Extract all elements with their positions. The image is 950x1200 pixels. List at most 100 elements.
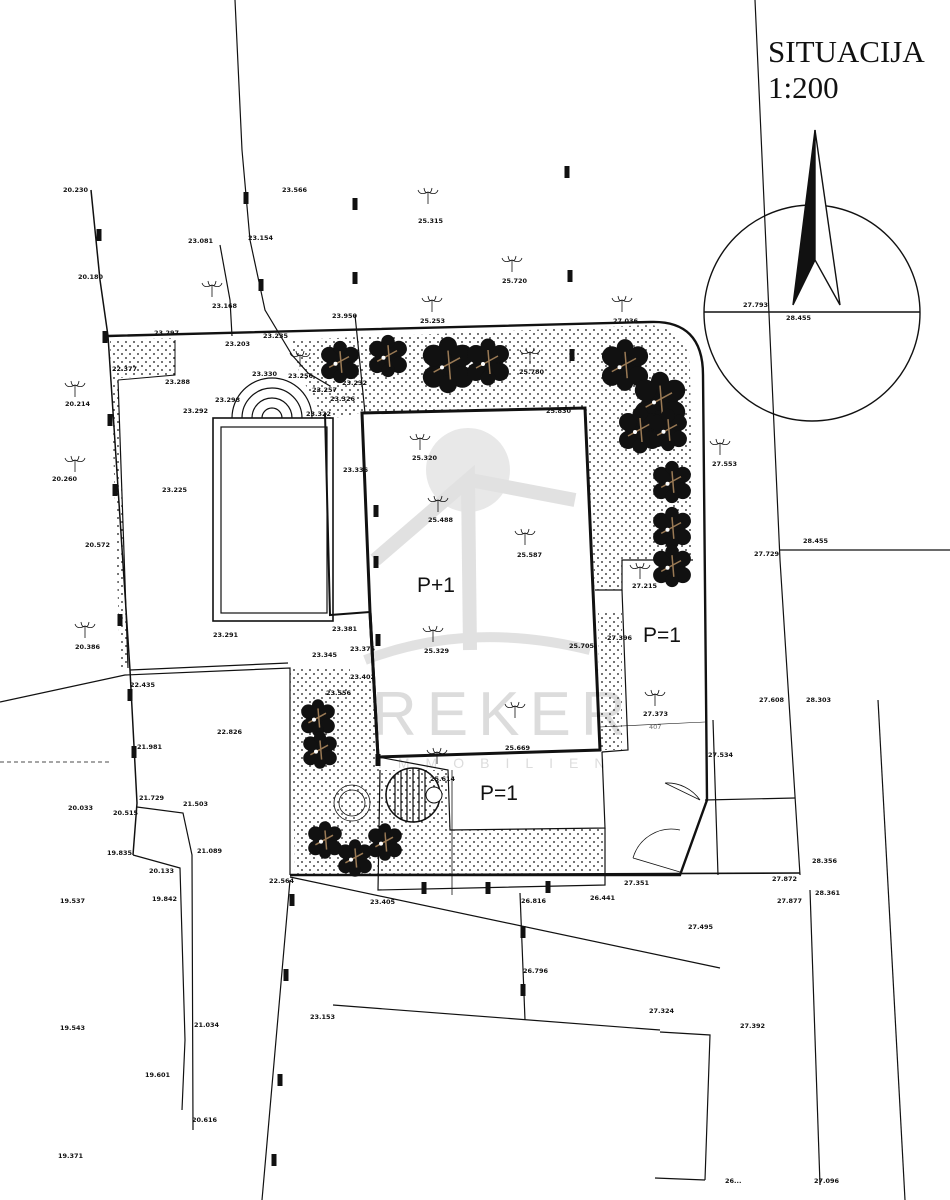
wall-marker <box>117 614 123 626</box>
elevation-label: 20.386 <box>75 643 101 651</box>
elevation-label: 25.587 <box>517 551 542 559</box>
watermark-logo: REKER IMMOBILIEN <box>363 428 626 771</box>
elevation-label: 25.720 <box>502 277 528 285</box>
elevation-label: 23.235 <box>263 332 289 340</box>
elevation-label: 23.225 <box>162 486 188 494</box>
wall-marker <box>277 1074 283 1086</box>
elevation-label: 21.981 <box>137 743 163 751</box>
grass-symbol-icon <box>201 280 223 297</box>
tree-icon <box>338 839 372 877</box>
tree-icon <box>301 699 335 737</box>
wall-marker <box>289 894 295 906</box>
elevation-label: 27.096 <box>814 1177 840 1185</box>
tree-icon <box>303 731 337 769</box>
wall-marker <box>96 229 102 241</box>
elevation-label: 23.950 <box>332 312 358 320</box>
wall-marker <box>545 881 551 893</box>
grass-symbol-icon <box>64 380 86 397</box>
elevation-label: 28.455 <box>786 314 812 322</box>
wall-marker <box>485 882 491 894</box>
elevation-label: 23.168 <box>212 302 238 310</box>
elevation-label: 19.842 <box>152 895 177 903</box>
elevation-label: 23.257 <box>312 386 337 394</box>
elevation-label: 27.534 <box>708 751 734 759</box>
elevation-label: 22.377 <box>112 365 137 373</box>
elevation-label: 23.291 <box>213 631 239 639</box>
elevation-label: 25.830 <box>546 407 572 415</box>
grass-symbol-icon <box>514 528 536 545</box>
elevation-label: 19.601 <box>145 1071 171 1079</box>
title-scale: 1:200 <box>768 70 839 105</box>
grass-symbol-icon <box>409 433 431 450</box>
elevation-label: 23.292 <box>183 407 208 415</box>
wall-marker <box>243 192 249 204</box>
elevation-label: 25.614 <box>430 775 456 783</box>
elevation-label: 23.381 <box>332 625 358 633</box>
grass-symbol-icon <box>709 438 731 455</box>
elevation-label: 22.435 <box>130 681 156 689</box>
elevation-label: 25.315 <box>418 217 444 225</box>
elevation-label: 19.371 <box>58 1152 84 1160</box>
grass-symbol-icon <box>426 747 448 764</box>
elevation-label: 23.375 <box>350 645 376 653</box>
wall-marker <box>102 331 108 343</box>
elevation-label: 23.297 <box>154 329 179 337</box>
elevation-label: 23.322 <box>306 410 331 418</box>
elevation-label: 23.336 <box>343 466 369 474</box>
grass-symbol-icon <box>74 621 96 638</box>
elevation-label: 26.441 <box>590 894 616 902</box>
wall-marker <box>352 272 358 284</box>
dimension-label: 407 <box>649 723 661 731</box>
wall-marker <box>373 556 379 568</box>
tree-icon <box>601 339 649 391</box>
grass-symbol-icon <box>519 347 541 364</box>
elevation-label: 25.705 <box>569 642 595 650</box>
elevation-label: 20.515 <box>113 809 139 817</box>
elevation-label: 27.793 <box>743 301 768 309</box>
grass-symbol-icon <box>417 187 439 204</box>
elevation-label: 23.566 <box>282 186 308 194</box>
grass-symbol-icon <box>421 295 443 312</box>
wall-marker <box>567 270 573 282</box>
elevation-label: 21.503 <box>183 800 208 808</box>
tree-icon <box>368 823 402 861</box>
wall-marker <box>379 826 385 838</box>
elevation-label: 27.396 <box>607 634 633 642</box>
elevation-label: 20.033 <box>68 804 93 812</box>
elevation-label: 23.556 <box>326 689 352 697</box>
wall-marker <box>107 414 113 426</box>
elevation-label: 28.303 <box>806 696 831 704</box>
elevation-label: 23.288 <box>165 378 191 386</box>
elevation-label: 19.537 <box>60 897 85 905</box>
elevation-label: 21.034 <box>194 1021 220 1029</box>
north-arrow-compass <box>703 129 921 422</box>
elevation-label: 25.780 <box>519 368 545 376</box>
elevation-label: 28.455 <box>803 537 829 545</box>
elevation-label: 20.180 <box>78 273 104 281</box>
title-name: SITUACIJA <box>768 34 925 69</box>
elevation-label: 25.320 <box>412 454 438 462</box>
elevation-label: 19.835 <box>107 849 133 857</box>
grass-symbol-icon <box>611 295 633 312</box>
elevation-label: 20.572 <box>85 541 110 549</box>
grass-symbol-icon <box>644 689 666 706</box>
elevation-label: 23.203 <box>225 340 250 348</box>
elevation-label: 27.392 <box>740 1022 765 1030</box>
elevation-label: 20.230 <box>63 186 89 194</box>
elevation-label: 23.232 <box>342 379 367 387</box>
grass-symbol-icon <box>504 701 526 718</box>
grass-symbols <box>64 187 731 764</box>
wall-marker <box>112 484 118 496</box>
drawing-title: SITUACIJA 1:200 <box>768 34 925 106</box>
tree-icon <box>422 336 474 394</box>
wall-marker <box>375 754 381 766</box>
room-label-main-house: P+1 <box>417 574 455 597</box>
grass-symbol-icon <box>64 455 86 472</box>
trees <box>301 334 691 877</box>
elevation-label: 26.796 <box>523 967 549 975</box>
tree-icon <box>321 340 359 384</box>
wall-marker <box>258 279 264 291</box>
elevation-label: 22.826 <box>217 728 243 736</box>
wall-marker <box>421 882 427 894</box>
grass-symbol-icon <box>501 255 523 272</box>
